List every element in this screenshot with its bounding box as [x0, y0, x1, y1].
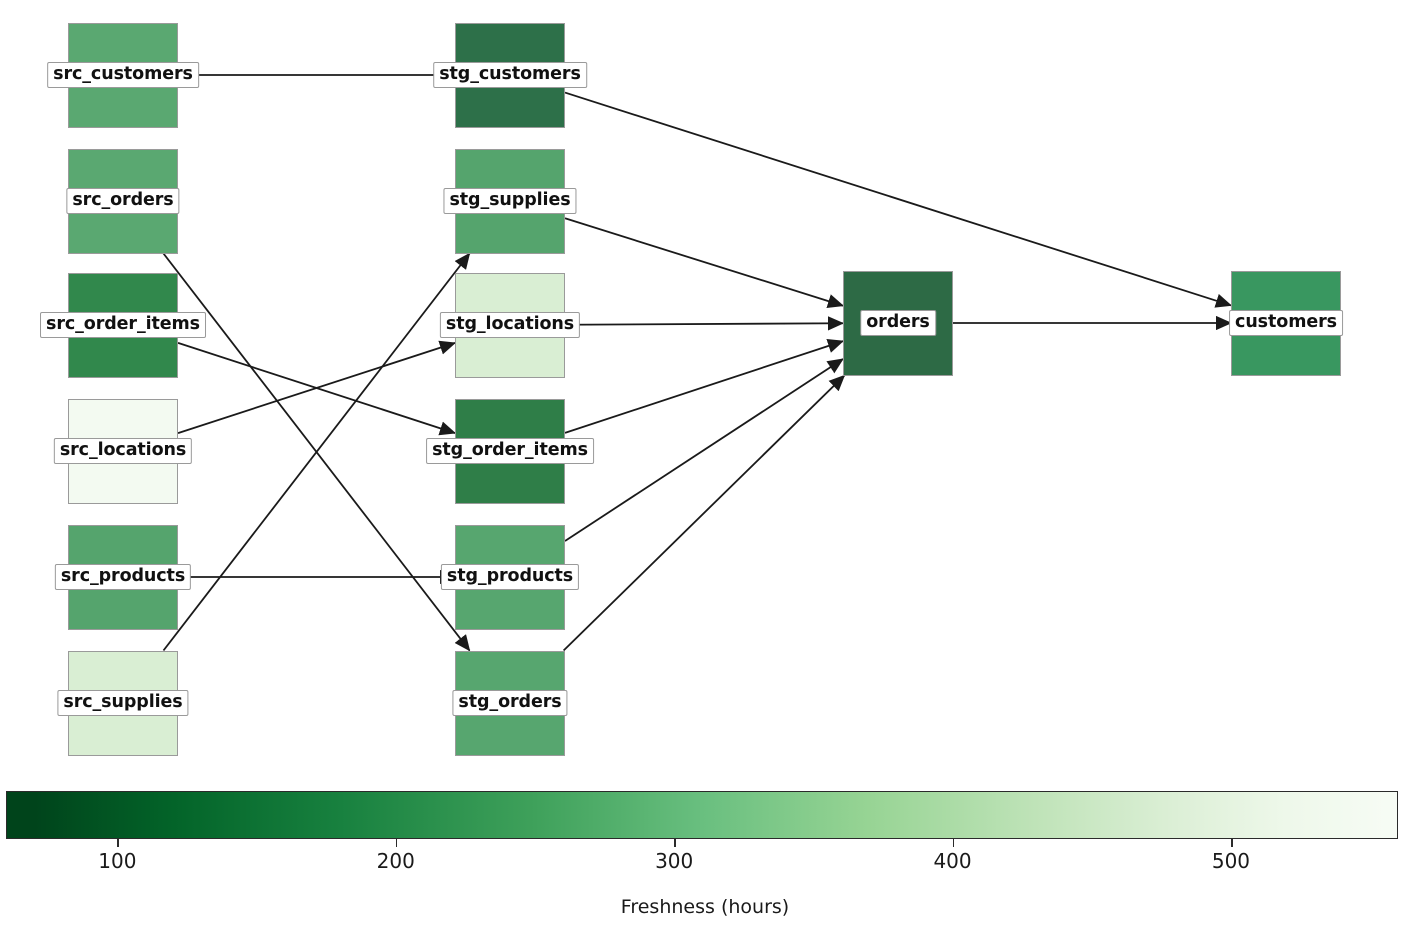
- edge-stg_orders-to-orders: [562, 374, 846, 652]
- node-label-stg_order_items: stg_order_items: [426, 438, 594, 464]
- edge-stg_locations-to-orders: [564, 316, 845, 331]
- node-label-src_order_items: src_order_items: [40, 312, 206, 338]
- edge-src_supplies-to-stg_supplies: [162, 252, 471, 652]
- colorbar-ticklabel-500: 500: [1211, 849, 1251, 873]
- edge-stg_customers-to-customers: [564, 91, 1233, 308]
- node-label-stg_supplies: stg_supplies: [443, 188, 577, 214]
- colorbar-gradient[interactable]: [6, 791, 1398, 839]
- edge-stg_supplies-to-orders: [564, 217, 845, 309]
- colorbar-tick-300: [674, 839, 676, 847]
- node-label-src_supplies: src_supplies: [57, 690, 189, 716]
- colorbar-tick-500: [1230, 839, 1233, 847]
- node-label-customers: customers: [1229, 310, 1343, 336]
- colorbar-ticklabel-300: 300: [655, 849, 694, 873]
- colorbar-tick-400: [952, 839, 955, 847]
- edge-src_locations-to-stg_locations: [177, 340, 457, 434]
- edge-group: [162, 74, 1233, 652]
- edge-stg_products-to-orders: [564, 358, 844, 542]
- node-label-stg_orders: stg_orders: [452, 690, 568, 716]
- node-label-src_orders: src_orders: [66, 188, 180, 214]
- colorbar-ticklabel-400: 400: [933, 849, 972, 873]
- node-label-src_products: src_products: [54, 564, 192, 590]
- colorbar-ticklabel-200: 200: [376, 849, 415, 873]
- colorbar-tick-100: [117, 839, 119, 847]
- node-label-orders: orders: [860, 310, 936, 336]
- edges-layer: [162, 74, 1233, 652]
- colorbar-tick-200: [395, 839, 398, 847]
- node-label-src_locations: src_locations: [53, 438, 193, 464]
- colorbar-ticklabel-100: 100: [98, 849, 137, 873]
- node-label-stg_customers: stg_customers: [433, 62, 587, 88]
- node-label-stg_locations: stg_locations: [439, 312, 581, 338]
- edge-stg_order_items-to-orders: [564, 339, 845, 434]
- node-label-stg_products: stg_products: [440, 564, 580, 590]
- node-label-src_customers: src_customers: [47, 62, 199, 88]
- colorbar-title: Freshness (hours): [620, 896, 790, 918]
